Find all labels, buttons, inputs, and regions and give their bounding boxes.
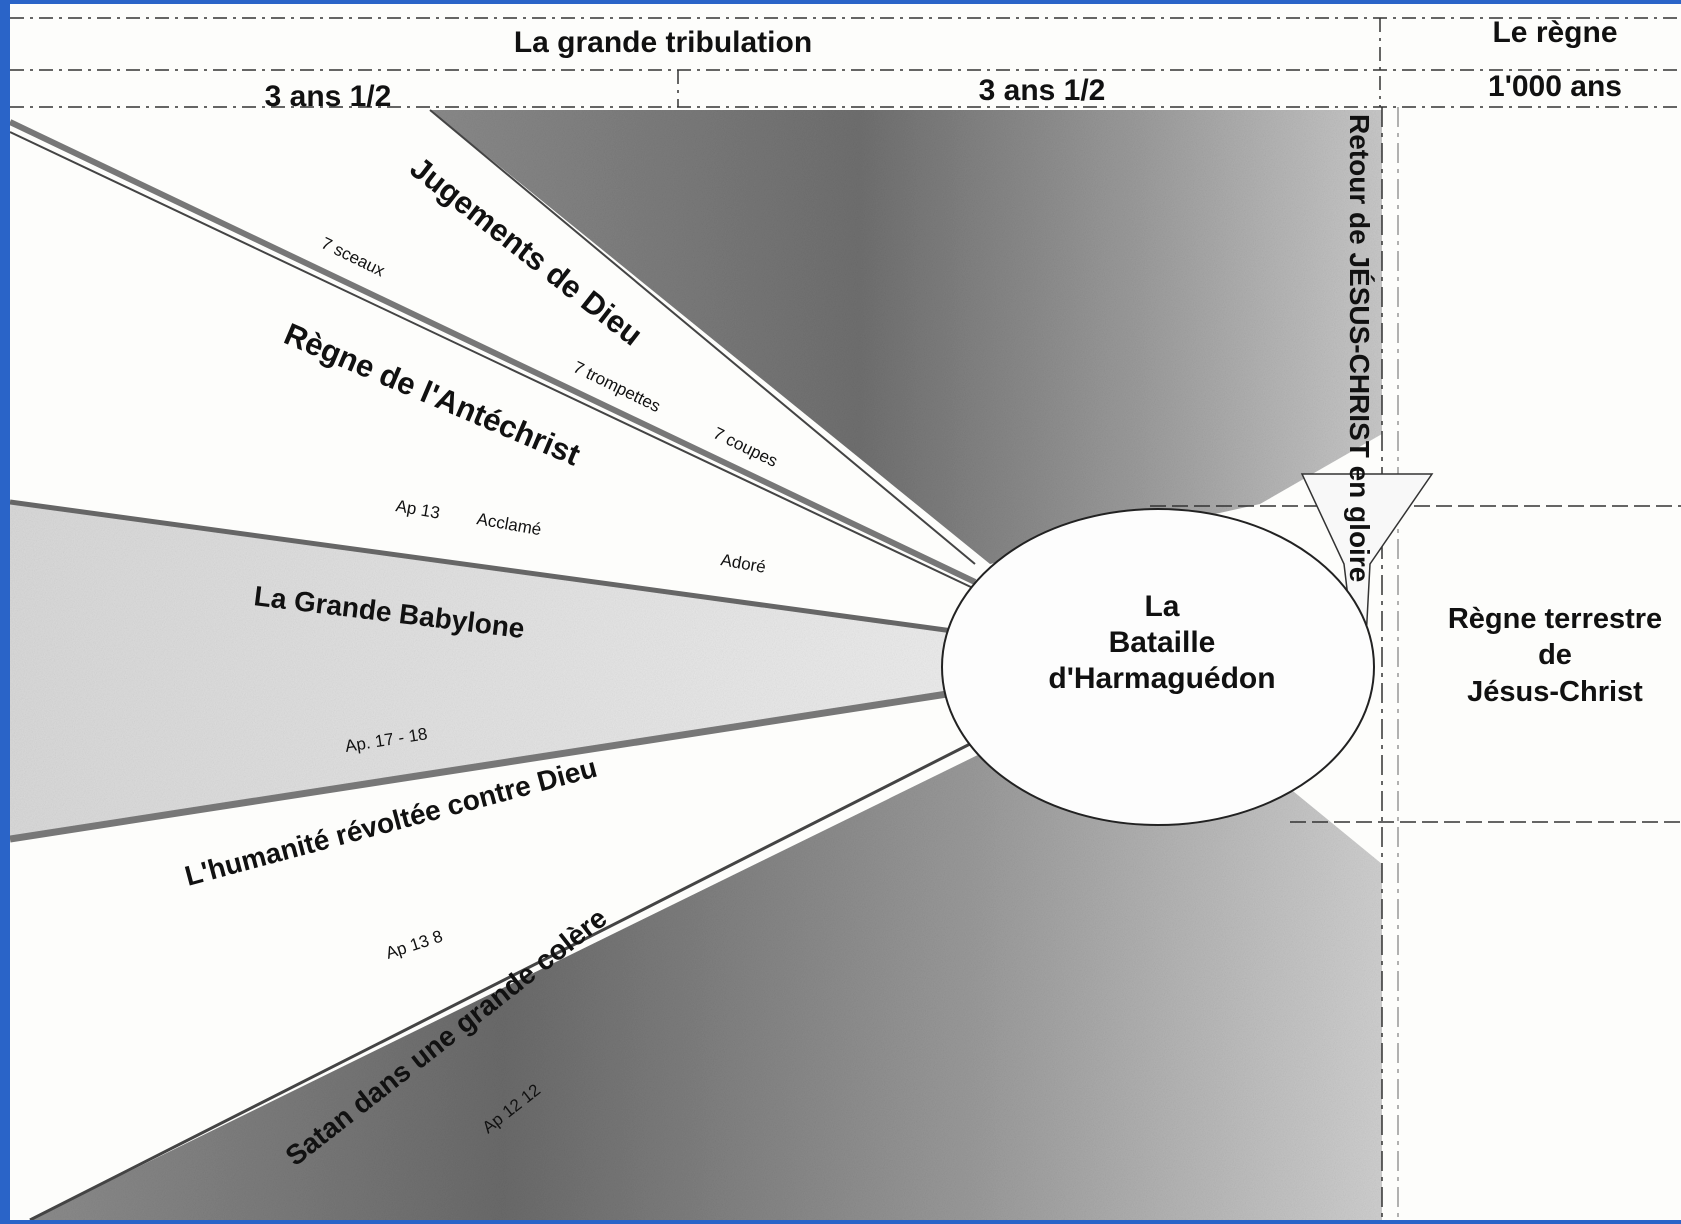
upper-shaded-region <box>430 110 1382 564</box>
antichrist-ref: Ap 13 <box>394 496 441 522</box>
antichrist-label: Règne de l'Antéchrist <box>279 316 585 472</box>
header-rules <box>10 17 1681 108</box>
armageddon-line2: Bataille <box>1109 626 1216 659</box>
acclaimed-label: Acclamé <box>475 509 542 539</box>
ray-babylon-top <box>10 499 961 635</box>
lower-shaded-region <box>30 749 1382 1220</box>
ray-babylon-bottom <box>10 688 961 843</box>
kingdom-line1: Règne terrestre <box>1448 603 1662 635</box>
trumpets-label: 7 trompettes <box>570 358 663 417</box>
ray-seals <box>10 119 977 585</box>
tribulation-title: La grande tribulation <box>514 26 812 59</box>
ray-trumpets <box>10 131 976 590</box>
kingdom-line3: Jésus-Christ <box>1467 676 1643 708</box>
babylon-band <box>10 502 960 839</box>
diagram-frame: La grande tribulation Le règne 3 ans 1/2… <box>10 4 1681 1220</box>
right-structure <box>1150 107 1681 1220</box>
end-times-diagram: La grande tribulation Le règne 3 ans 1/2… <box>10 16 1681 1220</box>
return-label: Retour de JÉSUS-CHRIST en gloire <box>1344 114 1375 582</box>
armageddon-ellipse <box>941 508 1375 826</box>
ray-judgments-edge <box>429 109 976 565</box>
reign-title: Le règne <box>1492 16 1617 49</box>
humanity-ref: Ap 13 8 <box>383 927 445 963</box>
adored-label: Adoré <box>719 550 767 577</box>
kingdom-line2: de <box>1538 639 1572 671</box>
period-reign: 1'000 ans <box>1488 70 1622 103</box>
armageddon-line3: d'Harmaguédon <box>1048 662 1275 695</box>
fan-rays <box>10 109 977 1220</box>
period-second: 3 ans 1/2 <box>979 74 1106 107</box>
ray-humanity-bottom <box>29 742 971 1220</box>
armageddon-line1: La <box>1144 590 1179 623</box>
period-first: 3 ans 1/2 <box>265 80 392 113</box>
